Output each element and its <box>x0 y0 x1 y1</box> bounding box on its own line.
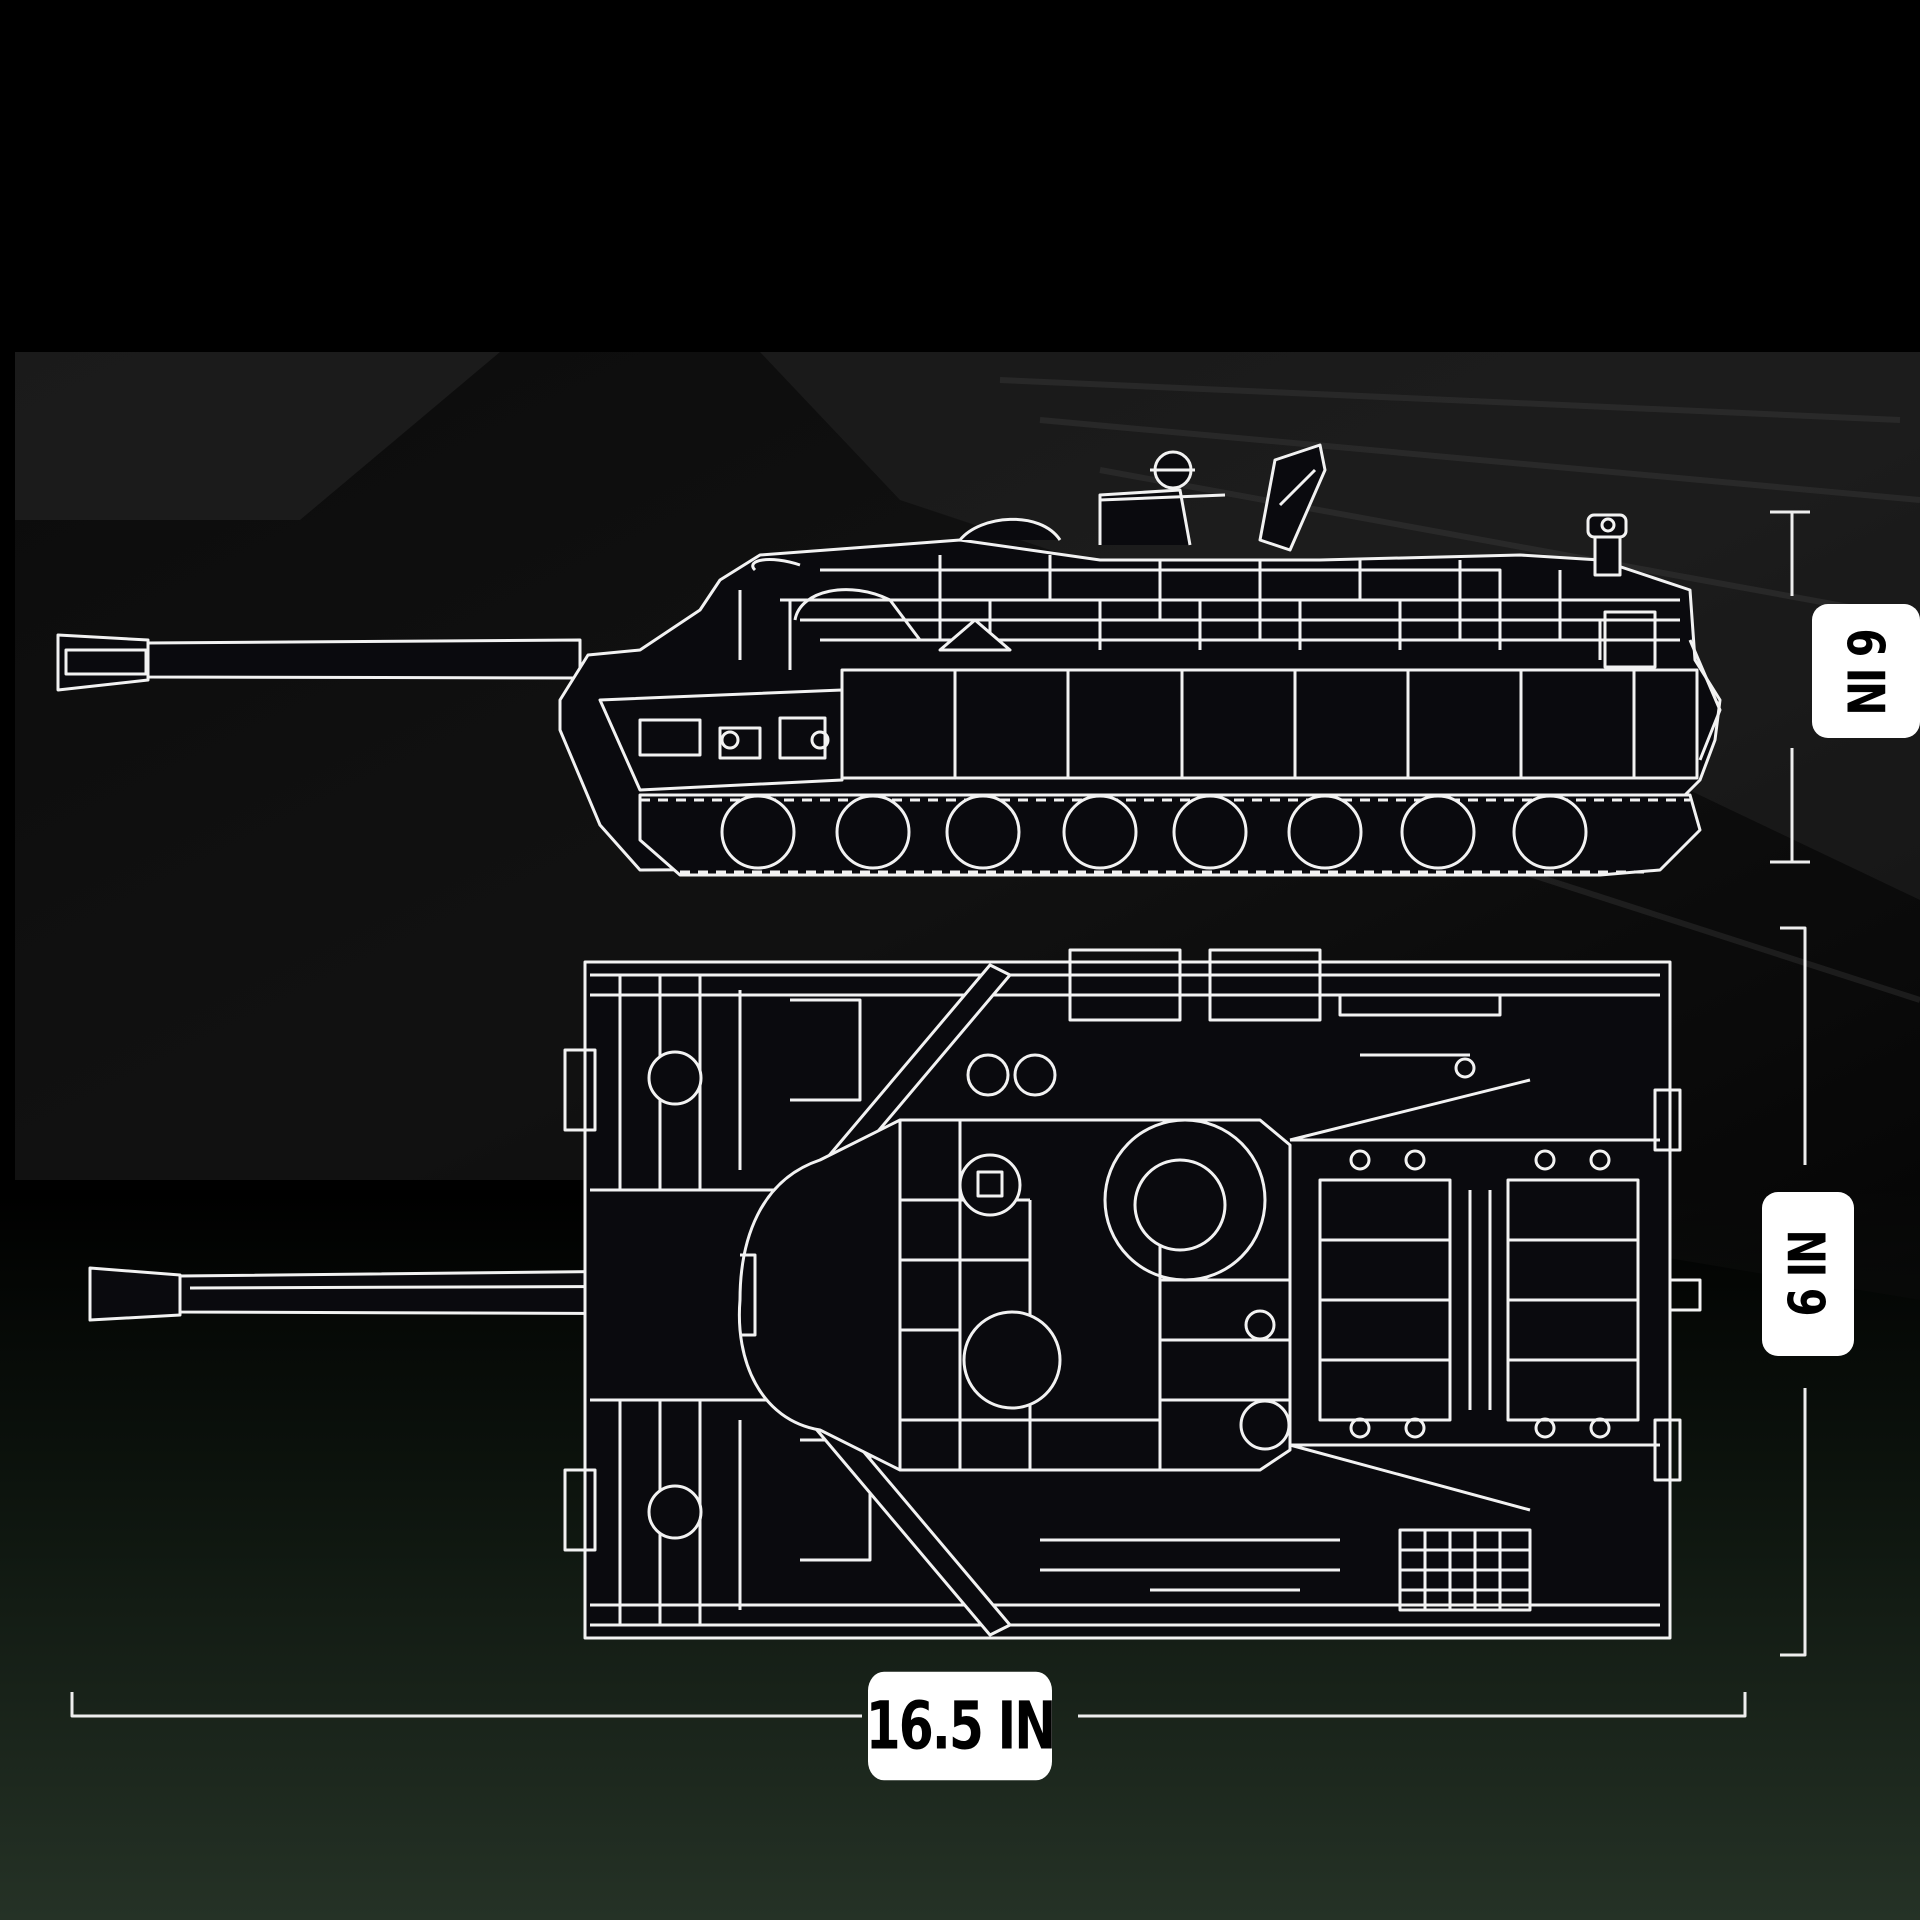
tank-side-view <box>56 443 1722 877</box>
side-gun-barrel <box>56 633 582 692</box>
side-rear-exhaust <box>1586 513 1628 577</box>
top-turret <box>737 1053 1292 1472</box>
tank-top-view <box>88 948 1702 1640</box>
dimension-width-line <box>1780 926 1807 1657</box>
side-commander-figure <box>958 443 1327 552</box>
length-dimension-label: 16.5 IN <box>866 1671 1056 1781</box>
side-road-wheels <box>720 794 1588 870</box>
dimension-length-line <box>70 1692 1747 1718</box>
height-dimension-label: 6 IN <box>1812 604 1920 738</box>
side-hull <box>558 538 1722 872</box>
width-dimension-label: 6 IN <box>1762 1192 1854 1356</box>
dimension-height-line <box>1770 510 1810 864</box>
